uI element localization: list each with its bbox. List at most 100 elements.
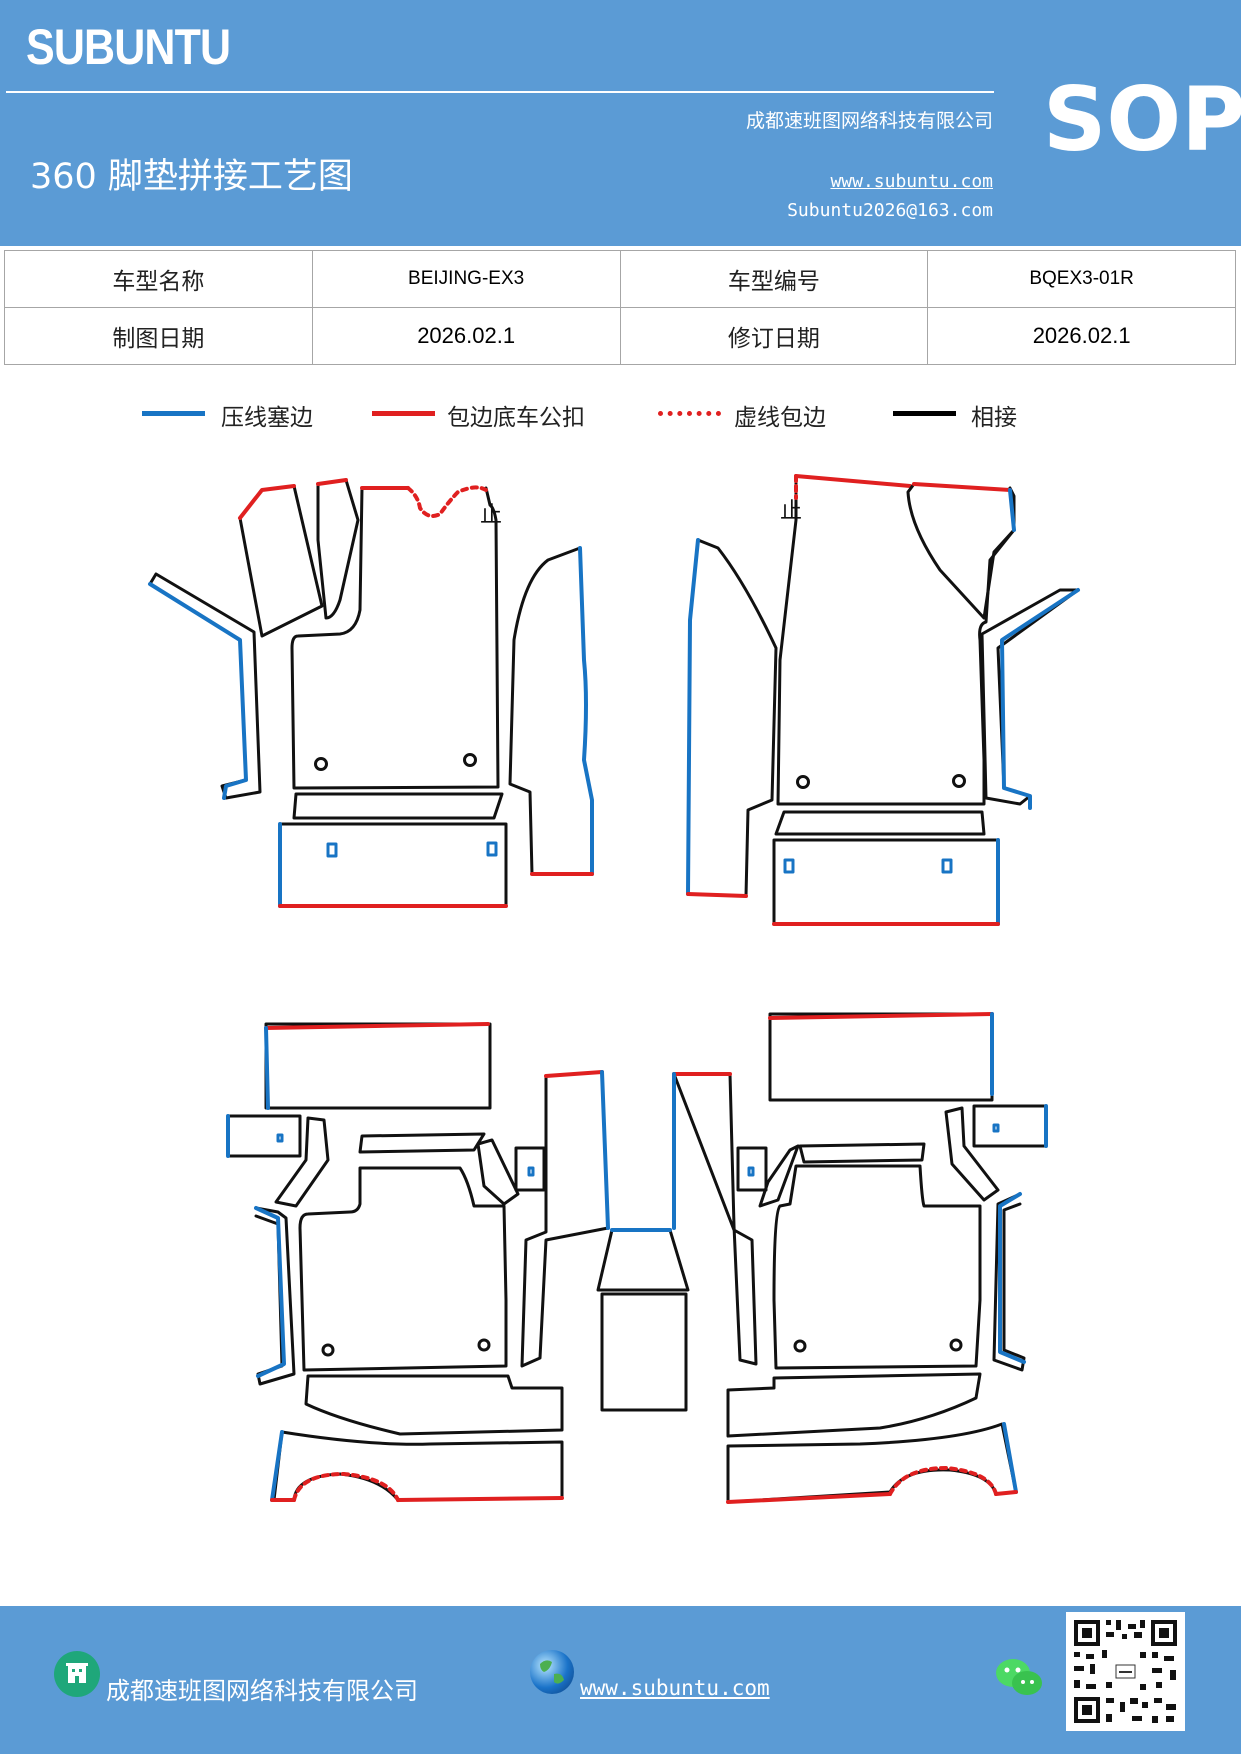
rear-left-top-box [264, 1022, 492, 1110]
step-strip [774, 810, 986, 836]
mat-hole [793, 1339, 807, 1353]
inner-strip-blue-edge [1008, 488, 1016, 532]
page-footer: 成都速班图网络科技有限公司 www.subuntu.com [0, 1606, 1241, 1754]
left-tall-panel [686, 538, 778, 898]
marker-stop-right: 止 [780, 499, 802, 524]
model-name-label: 车型名称 [4, 250, 313, 308]
rear-left-right-diag [476, 1138, 520, 1206]
right-wing [980, 588, 1080, 806]
clip-slot [326, 842, 338, 858]
clip-slot [783, 858, 795, 874]
website-link[interactable]: www.subuntu.com [830, 171, 993, 192]
left-tall-panel-blue-edge [686, 538, 700, 896]
center-left-tall-strip [520, 1070, 610, 1368]
inner-strip [906, 482, 1016, 620]
rear-right-bottom-blue [1002, 1422, 1018, 1494]
rear-right-left-diag [758, 1144, 800, 1208]
driver-mat-outline [290, 486, 500, 790]
center-right-tall-strip [672, 1072, 758, 1366]
rear-right-mat [772, 1164, 982, 1370]
legend-item-wrap-edge: 包边底车公扣 [372, 402, 612, 438]
rear-box [772, 838, 1000, 926]
revise-date-value: 2026.02.1 [927, 307, 1236, 365]
rear-right-bottom-strip [726, 1422, 1018, 1504]
wechat-icon [994, 1656, 1044, 1700]
rear-right-bottom-dotted [888, 1466, 998, 1496]
rear-left-strip [358, 1132, 486, 1154]
qr-code [1066, 1612, 1185, 1731]
rear-right-small-box [972, 1104, 1048, 1148]
rear-left-bottom-blue [270, 1430, 284, 1502]
legend-swatch-red-dotted [658, 411, 721, 416]
mat-hole [952, 774, 966, 788]
legend-item-joined: 相接 [893, 402, 1053, 438]
center-left-tall-blue [600, 1070, 610, 1230]
footer-company-name: 成都速班图网络科技有限公司 [106, 1677, 418, 1705]
floor-mat-diagram: 止 止 [148, 474, 1080, 1504]
inner-strip-red-edge [912, 482, 1012, 492]
rear-left-outer-blue [254, 1206, 286, 1378]
footer-website-link[interactable]: www.subuntu.com [580, 1676, 770, 1700]
clip-slot [747, 1166, 755, 1177]
mat-hole [949, 1338, 963, 1352]
rear-mat-set [226, 1012, 1048, 1504]
company-name: 成都速班图网络科技有限公司 [745, 110, 993, 132]
marker-stop-left: 止 [480, 503, 502, 528]
left-tall-panel-red-edge [686, 892, 748, 898]
rear-left-bottom-red [270, 1496, 564, 1502]
left-wing-blue-edge [148, 582, 248, 800]
draw-date-label: 制图日期 [4, 307, 313, 365]
page-header: SUBUNTU 成都速班图网络科技有限公司 360 脚垫拼接工艺图 www.su… [0, 0, 1241, 246]
mat-hole [477, 1338, 491, 1352]
mat-hole [321, 1343, 335, 1357]
legend-swatch-red [372, 411, 435, 416]
rear-right-strip [798, 1142, 926, 1164]
legend-item-dotted-wrap: 虚线包边 [658, 402, 858, 438]
passenger-mat-top-red [794, 474, 912, 488]
revise-date-label: 修订日期 [619, 307, 929, 365]
rear-right-outer-blue [998, 1192, 1026, 1364]
legend-swatch-black [893, 411, 956, 416]
clip-slot [941, 858, 953, 874]
center-tunnel-top [596, 1228, 690, 1292]
legend-swatch-blue [142, 411, 205, 416]
side-strip [316, 478, 360, 620]
front-right-mat-set: 止 [686, 474, 1080, 926]
rear-left-outer-wing [254, 1206, 296, 1386]
rear-left-small-tab [514, 1146, 546, 1192]
legend-label: 包边底车公扣 [447, 405, 585, 431]
pedal-flap [238, 484, 324, 638]
document-title: 360 脚垫拼接工艺图 [30, 157, 353, 197]
model-name-value: BEIJING-EX3 [311, 250, 621, 308]
rear-right-top-red [768, 1012, 994, 1020]
model-code-label: 车型编号 [619, 250, 929, 308]
building-icon [54, 1651, 100, 1697]
pedal-flap-red-edge [238, 484, 296, 520]
rear-right-small-tab [736, 1146, 768, 1192]
rear-left-mat [298, 1166, 508, 1372]
globe-icon [530, 1650, 574, 1694]
email-address: Subuntu2026@163.com [787, 200, 993, 221]
rear-left-diag-strip [274, 1116, 330, 1208]
rear-left-small-box [226, 1114, 302, 1158]
right-side-panel-blue-edge [578, 546, 594, 876]
clip-slot [486, 841, 498, 857]
legend-item-press-line: 压线塞边 [142, 402, 342, 438]
rear-left-lower-strip [304, 1374, 564, 1436]
clip-slot [992, 1123, 1000, 1133]
clip-slot [527, 1166, 535, 1177]
driver-mat-dotted-edge [406, 485, 488, 518]
legend-label: 压线塞边 [221, 405, 313, 431]
rear-left-top-red [264, 1022, 490, 1030]
rear-left-bottom-dotted [292, 1472, 400, 1502]
passenger-mat-outline [776, 474, 1016, 806]
sop-badge: SOP [1043, 68, 1241, 171]
info-table: 车型名称 BEIJING-EX3 车型编号 BQEX3-01R 制图日期 202… [4, 250, 1236, 365]
rear-left-bottom-strip [272, 1430, 564, 1502]
rear-right-lower-strip [726, 1372, 982, 1438]
table-row: 制图日期 2026.02.1 修订日期 2026.02.1 [4, 307, 1236, 365]
legend-label: 虚线包边 [734, 405, 826, 431]
mat-hole [463, 753, 477, 767]
rear-right-diag-strip [944, 1106, 1000, 1202]
mat-hole [314, 757, 328, 771]
